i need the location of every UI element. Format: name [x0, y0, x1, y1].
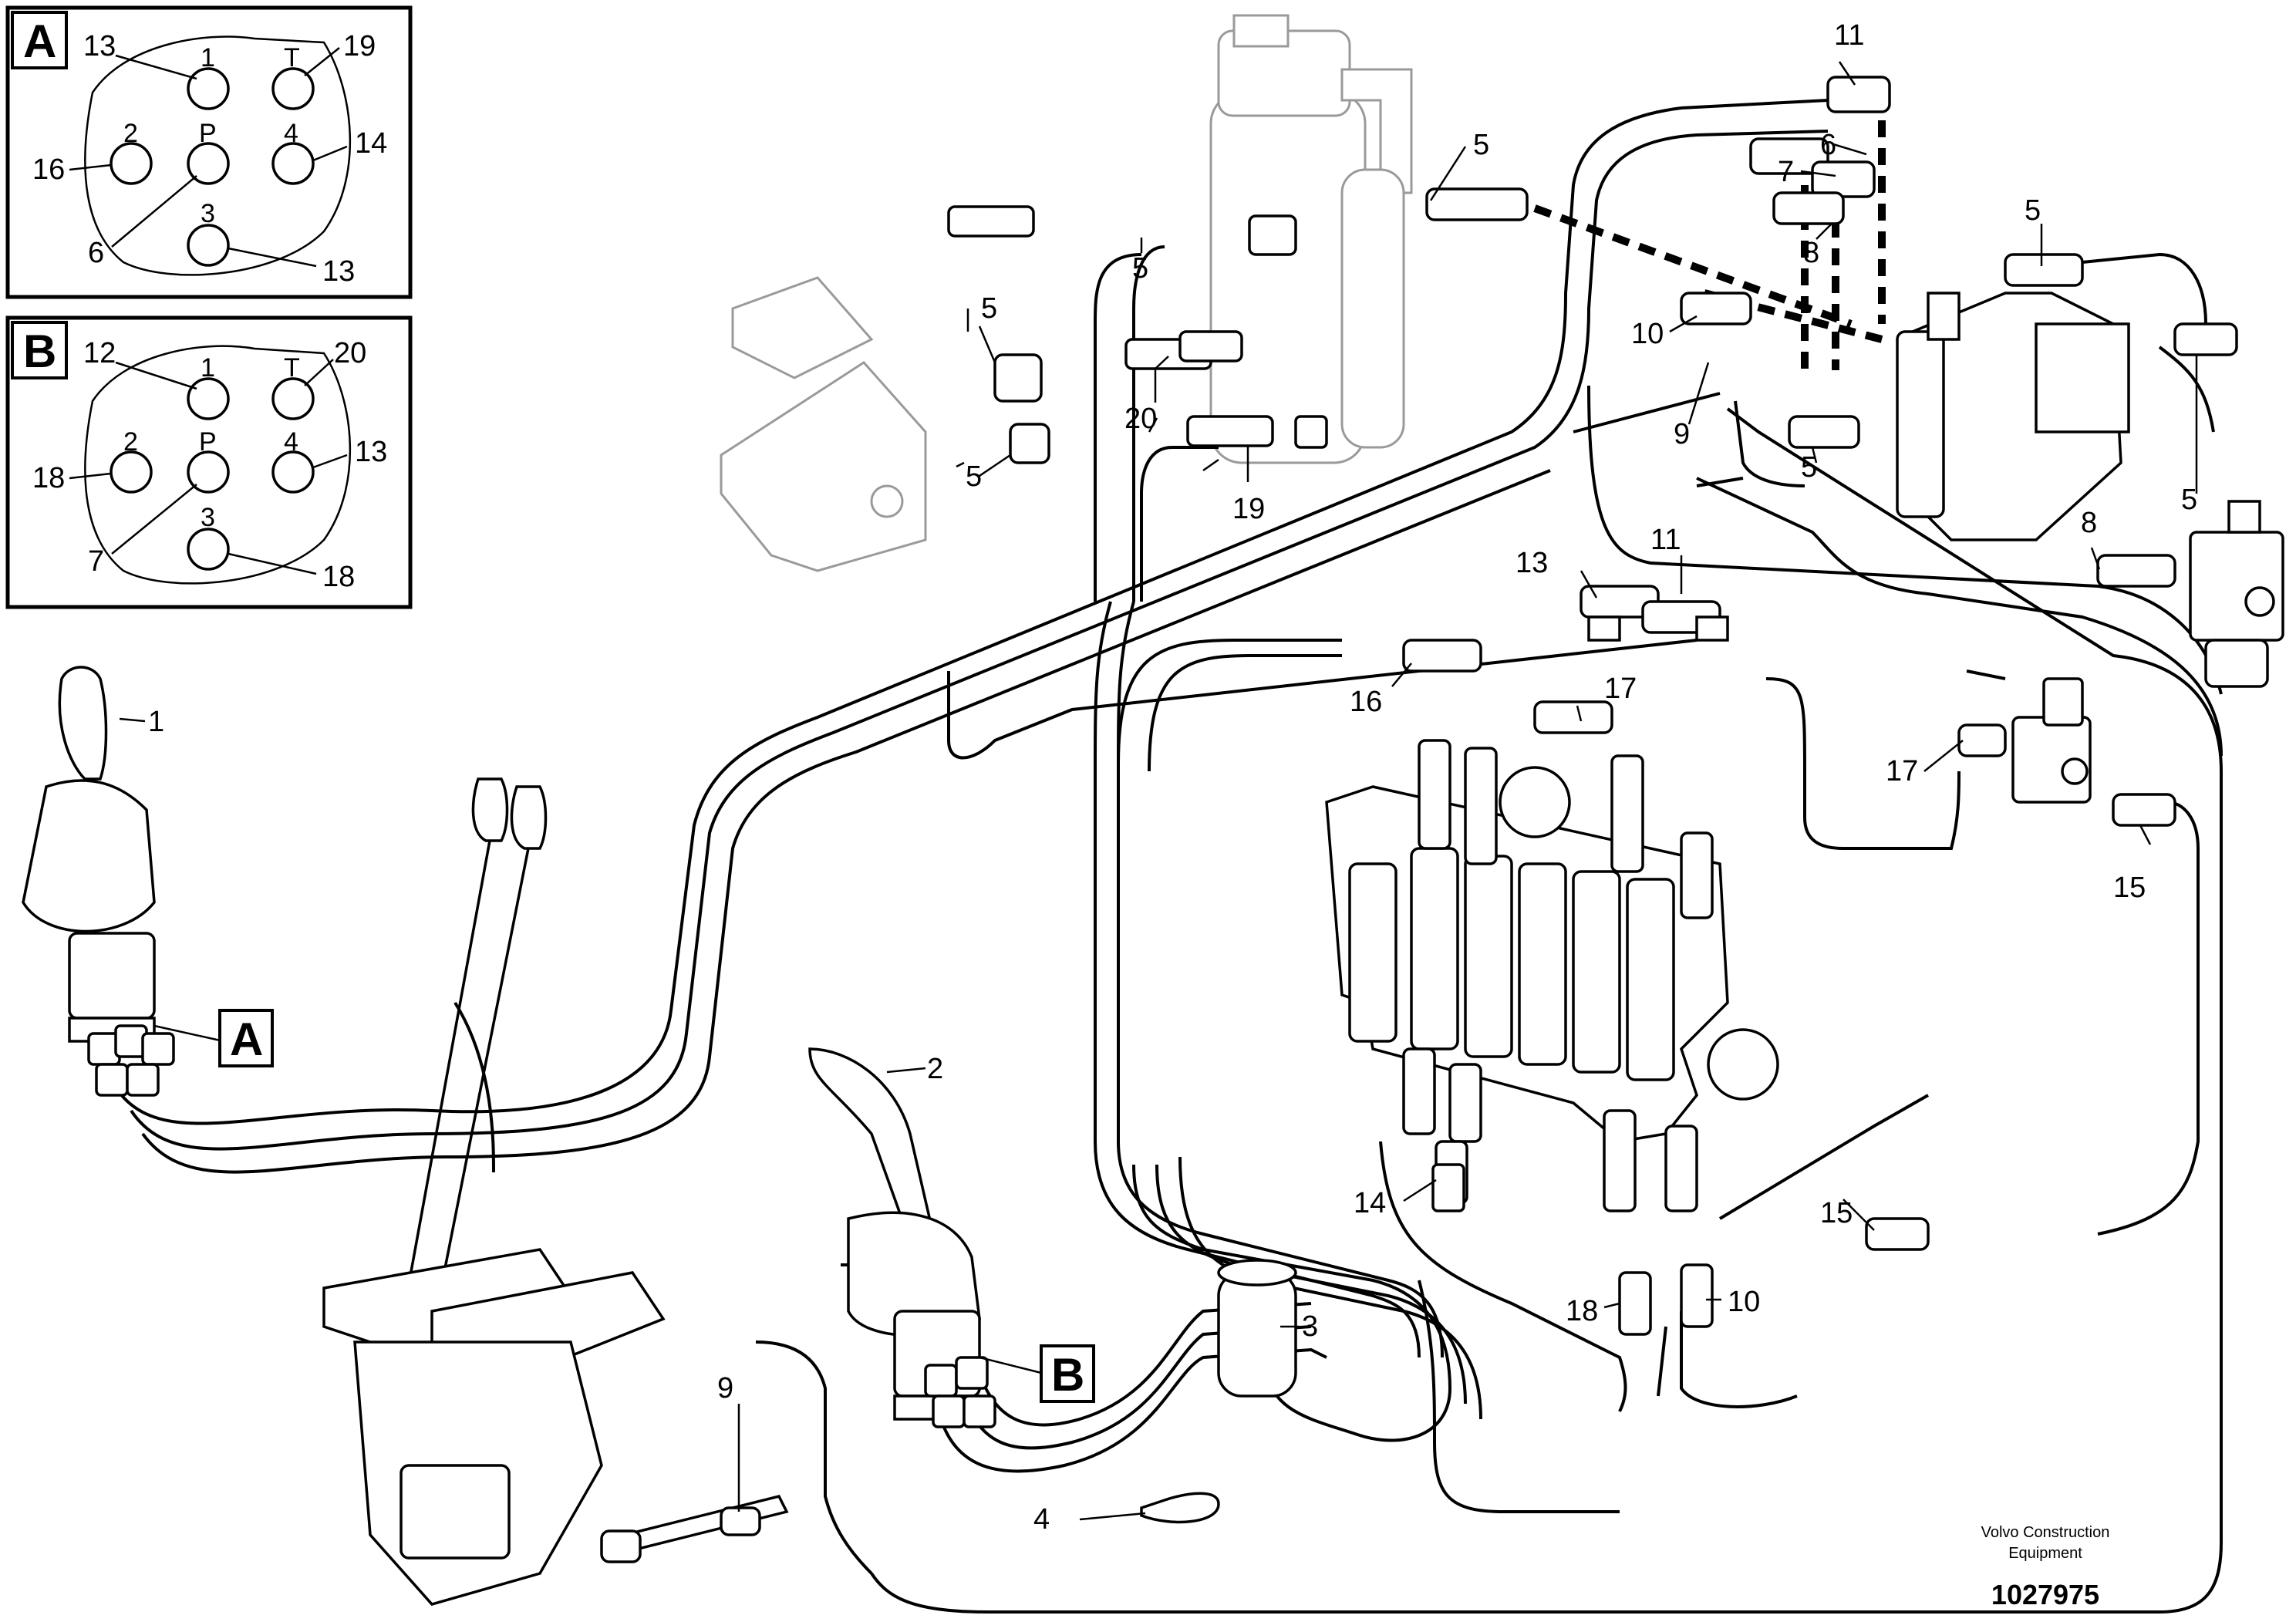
inset-b-port-4: 4: [284, 427, 298, 457]
inset-b-callout-18-left: 18: [32, 462, 65, 494]
callout-5-solenoid-bottom: 5: [966, 460, 982, 493]
callout-5-right: 5: [2181, 484, 2197, 516]
hose-clamp: [1217, 1259, 1297, 1398]
inset-b-port-2: 2: [123, 427, 138, 457]
leader-lines: [119, 61, 2198, 1521]
inset-b-port-1: 1: [201, 353, 215, 383]
callout-18: 18: [1566, 1295, 1598, 1327]
inset-b-callout-13: 13: [355, 436, 387, 468]
inset-a-callout-13-top: 13: [83, 30, 116, 62]
callout-9-top: 9: [1674, 418, 1690, 450]
inset-a-callout-13-bottom: 13: [322, 255, 355, 288]
label-a: A: [153, 1009, 274, 1067]
callout-13: 13: [1515, 547, 1548, 579]
filter-housing: [1209, 14, 1413, 464]
credit-line-2: Equipment: [2008, 1545, 2082, 1562]
inset-a-port-t: T: [284, 43, 300, 73]
label-b-letter: B: [1051, 1349, 1084, 1401]
inset-b-callout-20: 20: [334, 337, 366, 369]
callout-8-right: 8: [2081, 507, 2097, 539]
callout-5-filter-left: 5: [1132, 252, 1148, 285]
inset-b-letter: B: [23, 325, 56, 377]
small-solenoid: [2011, 677, 2092, 804]
callout-5-block-top: 5: [2025, 194, 2041, 227]
callout-19: 19: [1232, 493, 1265, 525]
callout-9-bottom: 9: [717, 1372, 733, 1404]
callout-20: 20: [1124, 403, 1157, 435]
credit-block: Volvo Construction Equipment 1027975: [1981, 1524, 2110, 1610]
inset-a-port-1: 1: [201, 43, 215, 73]
inset-a-letter: A: [23, 15, 56, 67]
inset-a-callout-14: 14: [355, 127, 387, 160]
inset-a-callout-16: 16: [32, 153, 65, 186]
pedal-assembly: [322, 777, 666, 1606]
callout-7: 7: [1778, 156, 1794, 188]
callout-11-top: 11: [1834, 19, 1864, 52]
callout-11-middle: 11: [1650, 524, 1681, 556]
callout-17-right: 17: [1886, 755, 1918, 787]
solenoid-valve-block: [720, 276, 927, 572]
callout-5-block-bottom: 5: [1801, 451, 1817, 484]
callout-5-solenoid-top: 5: [981, 292, 997, 325]
cable-tie: [1140, 1492, 1220, 1524]
inset-b-port-3: 3: [201, 503, 215, 532]
callout-4: 4: [1033, 1503, 1050, 1536]
callout-17-valve: 17: [1604, 673, 1637, 705]
inset-a-port-p: P: [199, 119, 217, 148]
callout-6: 6: [1820, 129, 1836, 161]
inset-a-callout-6: 6: [88, 237, 104, 269]
joystick-right: [808, 1047, 981, 1421]
callout-8-top: 8: [1803, 237, 1819, 269]
inset-b-callout-18-bottom: 18: [322, 561, 355, 593]
label-b: B: [979, 1344, 1095, 1403]
joystick-hose-fittings: [87, 1024, 996, 1428]
pilot-hoses: [114, 99, 2223, 1614]
callout-3: 3: [1302, 1310, 1318, 1343]
callout-14: 14: [1354, 1187, 1386, 1219]
accumulator-block: [1896, 292, 2130, 541]
callout-numbers: 1 2 3 4 5 5 5 5 5 5 5 6 7 8 8 9 9 10 10 …: [148, 19, 2197, 1536]
inset-a: A 1 T 2 P 4 3 13 19 16 14 6 13: [5, 5, 413, 299]
joystick-left: [22, 666, 156, 1043]
main-control-valve: [1325, 739, 1779, 1212]
inset-a-port-2: 2: [123, 119, 138, 148]
inset-b-port-p: P: [199, 427, 217, 457]
credit-line-1: Volvo Construction: [1981, 1524, 2110, 1541]
pressure-valve: [2189, 500, 2284, 688]
callout-5-filter-right: 5: [1473, 129, 1489, 161]
callout-1: 1: [148, 706, 164, 738]
inset-a-port-4: 4: [284, 119, 298, 148]
callout-10-top: 10: [1631, 318, 1664, 350]
callout-10-bottom: 10: [1728, 1286, 1760, 1318]
callout-15-bottom: 15: [1820, 1197, 1853, 1229]
document-number: 1027975: [1991, 1579, 2099, 1610]
inset-a-port-3: 3: [201, 199, 215, 228]
inset-a-callout-19: 19: [343, 30, 376, 62]
callout-15-top: 15: [2113, 872, 2146, 904]
inset-b-callout-7: 7: [88, 545, 104, 578]
label-a-letter: A: [230, 1013, 263, 1065]
callout-2: 2: [927, 1053, 943, 1085]
inset-b-callout-12: 12: [83, 337, 116, 369]
inset-b-port-t: T: [284, 353, 300, 383]
inset-b: B 1 T 2 P 4 3 12 20 18 13 7 18: [5, 315, 413, 609]
fittings: [600, 76, 2238, 1563]
callout-16: 16: [1350, 686, 1382, 718]
